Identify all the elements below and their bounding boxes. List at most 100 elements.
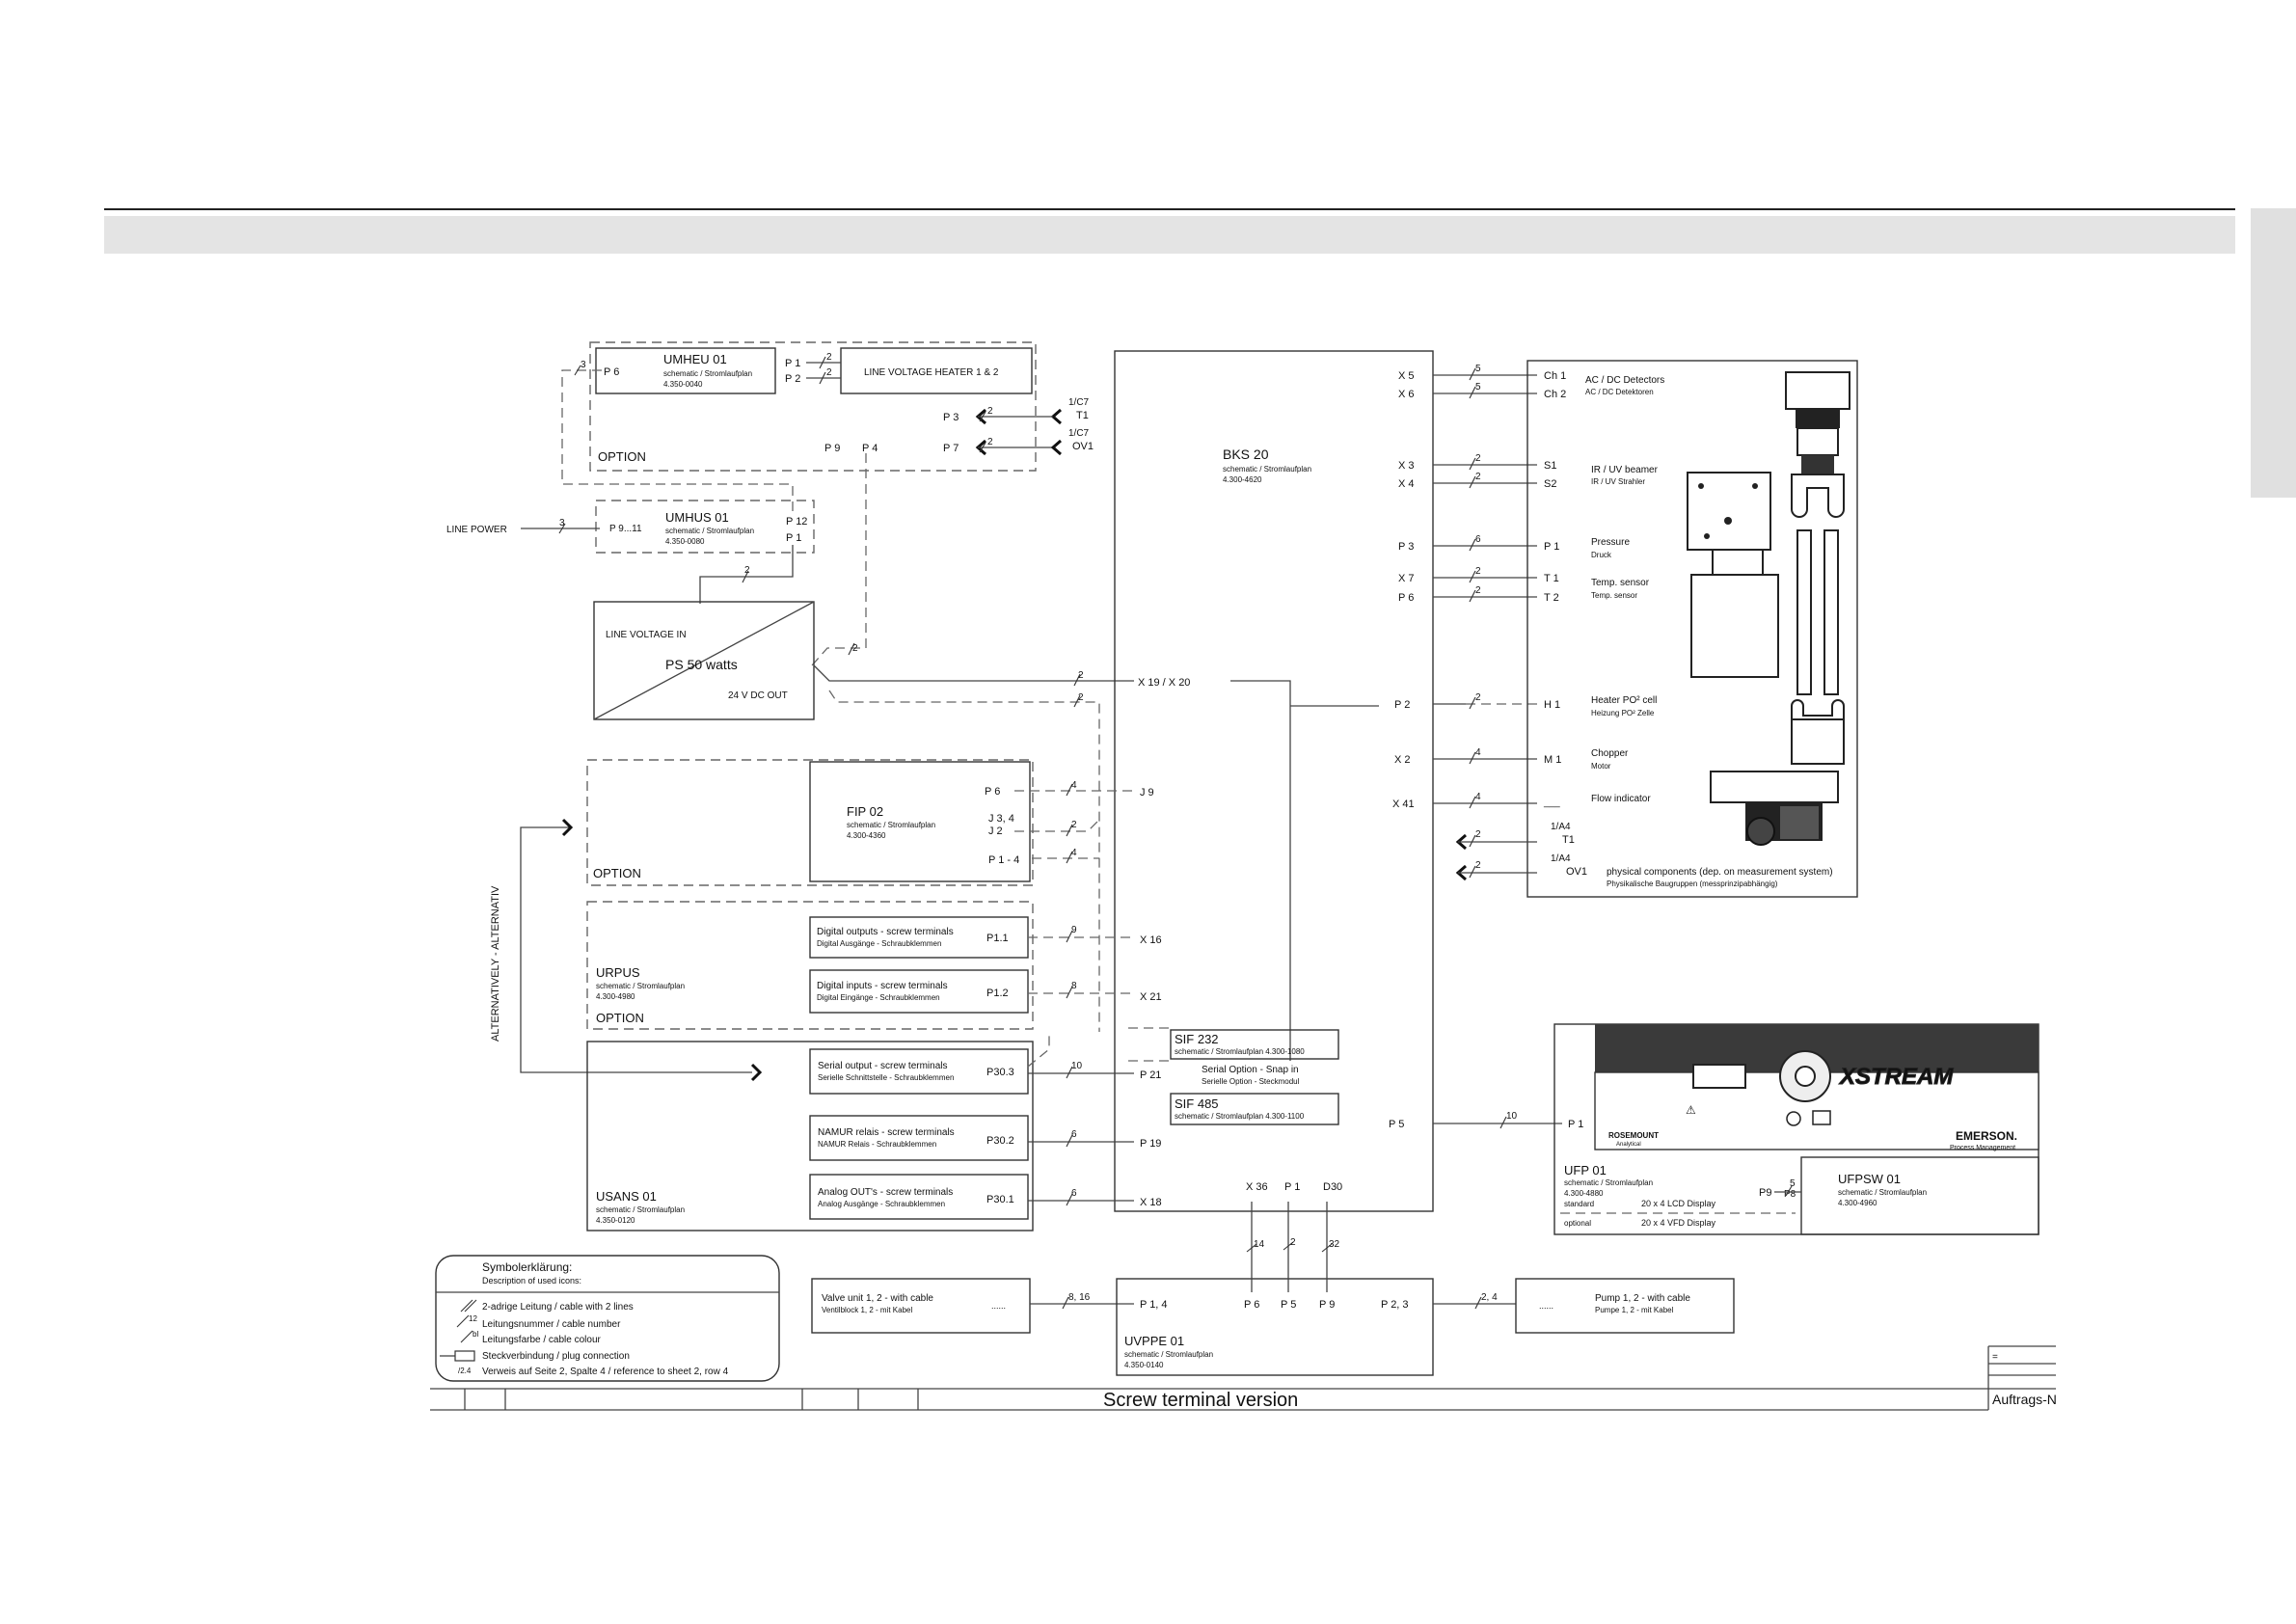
bks-x18: X 18	[1140, 1197, 1162, 1208]
ufp-vfd: 20 x 4 VFD Display	[1641, 1218, 1716, 1228]
bks-r0-pin: X 5	[1398, 370, 1415, 382]
phys-ov1-ref: 1/A4	[1551, 853, 1571, 864]
p7-label: P 7	[943, 443, 959, 454]
usans-nr1: NAMUR relais - screw terminals	[818, 1127, 955, 1138]
bks-r8-l2: Motor	[1591, 762, 1611, 771]
fip-name: FIP 02	[847, 804, 883, 819]
sif485-name: SIF 485	[1175, 1096, 1219, 1111]
bks-p21: P 21	[1140, 1069, 1161, 1081]
p3-wire: 2	[987, 406, 993, 417]
bks-r0-n: 5	[1475, 364, 1481, 374]
alternative-label: ALTERNATIVELY - ALTERNATIV	[490, 885, 501, 1042]
bks20-block: BKS 20 schematic / Stromlaufplan 4.300-4…	[1114, 350, 1434, 1212]
fip-p14: P 1 - 4	[988, 854, 1019, 866]
legend-i2: Leitungsnummer / cable number	[482, 1319, 621, 1330]
fip-w2: 2	[1071, 820, 1077, 830]
legend-sub: Description of used icons:	[482, 1276, 581, 1286]
emerson-sub: Process Management	[1950, 1145, 2015, 1151]
umheu-w3: 3	[581, 360, 586, 370]
uvppe-p14: P 1, 4	[1140, 1299, 1168, 1311]
phys-l1: physical components (dep. on measurement…	[1607, 867, 1833, 878]
bks-r3-n: 2	[1475, 472, 1481, 482]
power-supply-block: LINE VOLTAGE IN PS 50 watts 24 V DC OUT …	[593, 601, 1134, 1032]
t1-wire: 2	[1475, 829, 1481, 840]
ufp-p9: P9	[1759, 1187, 1771, 1199]
warning-icon: ⚠	[1686, 1103, 1696, 1117]
phys-t1: T1	[1562, 834, 1575, 846]
uvppe-w32: 32	[1329, 1239, 1340, 1250]
umheu-p2: P 2	[785, 373, 800, 385]
bks-r5-l1: Temp. sensor	[1591, 578, 1650, 588]
bks-r2-n: 2	[1475, 453, 1481, 464]
fip-j2: J 2	[988, 826, 1003, 837]
uvppe-p5: P 5	[1281, 1299, 1296, 1311]
enter-icon	[1812, 1110, 1831, 1125]
p3-ref: 1/C7	[1068, 397, 1090, 408]
urpus-option: OPTION	[596, 1011, 644, 1025]
bks-ufp-connection: 10 P 1	[1433, 1111, 1583, 1130]
bks-r4-l1: Pressure	[1591, 537, 1630, 548]
bks-r6-n: 2	[1475, 585, 1481, 596]
bks-r8-pin: X 2	[1394, 754, 1411, 766]
urpus-p12: P1.2	[986, 988, 1009, 999]
pump-dots: ......	[1539, 1301, 1553, 1311]
bks-r9-l1: Flow indicator	[1591, 794, 1651, 804]
plug-connection-icon	[454, 1350, 475, 1362]
bks-d30: D30	[1323, 1181, 1342, 1193]
bks-r1-pin: X 6	[1398, 389, 1415, 400]
umheu-p1: P 1	[785, 358, 800, 369]
rosemount-brand: ROSEMOUNT	[1608, 1131, 1659, 1140]
umhus-p12: P 12	[786, 516, 807, 528]
legend-i3: Leitungsfarbe / cable colour	[482, 1335, 602, 1345]
phys-l2: Physikalische Baugruppen (messprinzipabh…	[1607, 880, 1778, 888]
order-number-label: Auftrags-N	[1992, 1392, 2057, 1407]
bks-right-connections: X 5 5 Ch 1 AC / DC Detectors AC / DC Det…	[1392, 364, 1664, 810]
uvppe-w2: 2	[1290, 1237, 1296, 1248]
sif-block: SIF 232 schematic / Stromlaufplan 4.300-…	[1128, 1027, 1339, 1125]
bks-r9-end: ___	[1543, 798, 1560, 808]
side-tab	[2251, 208, 2296, 498]
bks-sub: schematic / Stromlaufplan	[1223, 465, 1311, 474]
umhus-p1: P 1	[786, 532, 801, 544]
bks-r7-l1: Heater PO² cell	[1591, 695, 1657, 706]
bks-r6-pin: P 6	[1398, 592, 1414, 604]
bks-r8-end: M 1	[1544, 754, 1561, 766]
legend-i5: Verweis auf Seite 2, Spalte 4 / referenc…	[482, 1367, 729, 1377]
usans-block: Serial output - screw terminals Serielle…	[586, 1034, 1134, 1232]
bks-r1-n: 5	[1475, 382, 1481, 392]
header-rule	[104, 208, 2235, 210]
bks-x1920: X 19 / X 20	[1138, 677, 1190, 689]
umheu-p9: P 9	[824, 443, 840, 454]
fip02-block: FIP 02 schematic / Stromlaufplan 4.300-4…	[586, 759, 1134, 886]
usans-name: USANS 01	[596, 1189, 657, 1204]
title-block: = Screw terminal version Auftrags-N	[430, 1345, 2057, 1411]
urpus-name: URPUS	[596, 965, 640, 980]
pump-w24: 2, 4	[1481, 1292, 1498, 1303]
legend-s2: 12	[469, 1314, 477, 1323]
usans-p302: P30.2	[986, 1135, 1014, 1147]
ufp-num: 4.300-4880	[1564, 1189, 1604, 1198]
sif232-sub: schematic / Stromlaufplan 4.300-1080	[1175, 1047, 1305, 1056]
fip-w4: 4	[1071, 780, 1077, 791]
phys-t1-ref: 1/A4	[1551, 822, 1571, 832]
p7-ov1-connection: P 7 2 1/C7 OV1	[943, 428, 1094, 456]
emerson-brand: EMERSON.	[1956, 1129, 2017, 1143]
umheu-sub: schematic / Stromlaufplan	[663, 369, 752, 378]
usans-w6b: 6	[1071, 1188, 1077, 1199]
usans-so1: Serial output - screw terminals	[818, 1061, 948, 1071]
legend-i1: 2-adrige Leitung / cable with 2 lines	[482, 1302, 634, 1313]
ufpsw-sub: schematic / Stromlaufplan	[1838, 1188, 1927, 1197]
legend-i4: Steckverbindung / plug connection	[482, 1351, 630, 1362]
bks-j9: J 9	[1140, 787, 1154, 798]
rosemount-sub: Analytical	[1616, 1142, 1641, 1148]
usans-w10: 10	[1071, 1061, 1083, 1071]
title-text: Screw terminal version	[1103, 1390, 1298, 1411]
bks-r6-end: T 2	[1544, 592, 1559, 604]
ps-name: PS 50 watts	[665, 657, 738, 672]
urpus-do1: Digital outputs - screw terminals	[817, 927, 954, 937]
home-icon	[1786, 1111, 1801, 1126]
pump-l2: Pumpe 1, 2 - mit Kabel	[1595, 1306, 1674, 1314]
valve-dots: ......	[991, 1301, 1006, 1311]
x19-w2: 2	[1078, 670, 1084, 681]
